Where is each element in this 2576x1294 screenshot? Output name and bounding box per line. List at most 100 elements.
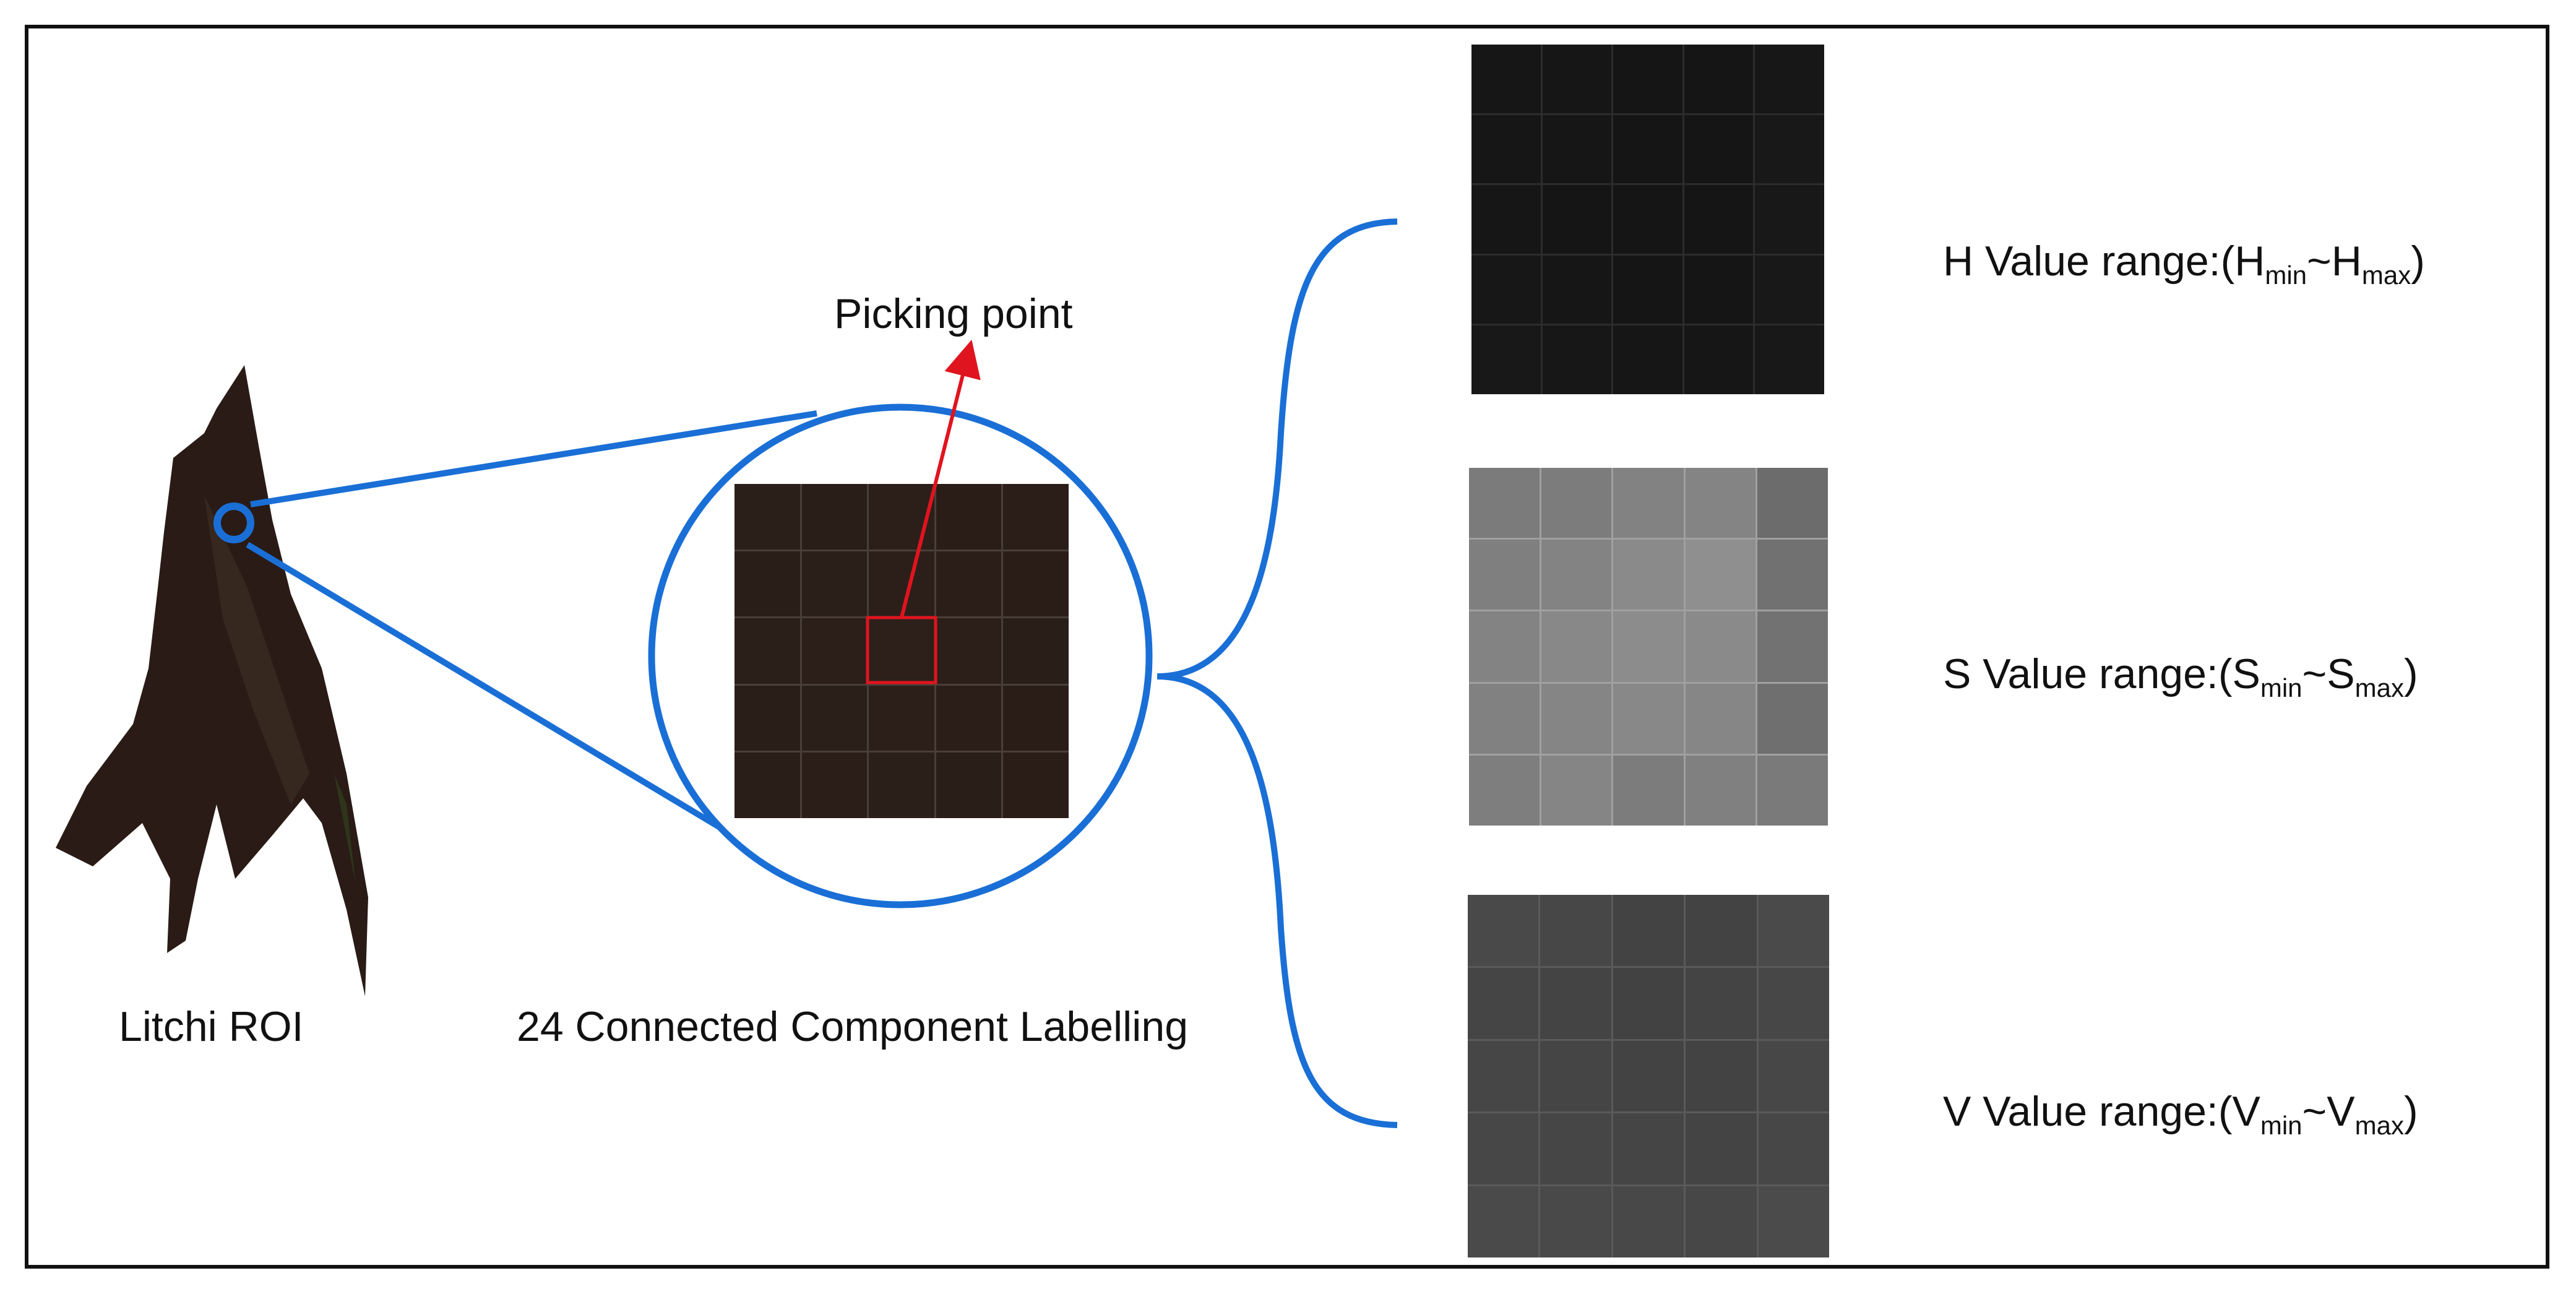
h-grid-cell	[1542, 185, 1612, 254]
s-grid-cell	[1757, 755, 1828, 826]
zoom-grid-cell	[801, 753, 868, 818]
h-min-symbol: H	[2234, 238, 2265, 285]
h-grid-cell	[1471, 45, 1541, 113]
h-grid-cell	[1755, 185, 1824, 254]
zoom-grid-cell	[801, 484, 868, 550]
h-grid-cell	[1542, 45, 1612, 113]
zoom-grid-cell	[734, 484, 800, 550]
litchi-branch-highlight	[204, 495, 309, 804]
v-grid-cell	[1686, 967, 1757, 1039]
s-grid-cell	[1757, 683, 1828, 754]
v-grid-cell	[1468, 1186, 1539, 1257]
h-grid-cell	[1684, 326, 1754, 394]
s-grid-cell	[1541, 468, 1612, 538]
h-range-separator: ~	[2307, 238, 2332, 285]
h-grid-cell	[1684, 45, 1754, 113]
v-grid-cell	[1758, 1040, 1829, 1112]
litchi-branch-shape	[56, 365, 368, 996]
h-min-subscript: min	[2265, 261, 2307, 290]
h-grid-cell	[1755, 326, 1824, 394]
roi-label: Litchi ROI	[119, 1003, 304, 1050]
s-grid-cell	[1685, 611, 1756, 682]
v-grid-cell	[1613, 1040, 1684, 1112]
h-grid-cell	[1542, 255, 1612, 324]
h-grid-cell	[1613, 255, 1682, 324]
h-grid-cell	[1471, 114, 1541, 184]
zoom-grid-cell	[734, 685, 800, 751]
h-grid-cell	[1471, 255, 1541, 324]
s-grid-cell	[1541, 755, 1612, 826]
h-grid-cell	[1684, 255, 1754, 324]
s-range-separator: ~	[2302, 650, 2327, 697]
v-grid-cell	[1613, 895, 1684, 966]
v-grid-cell	[1686, 1040, 1757, 1112]
zoom-grid-cell	[869, 753, 934, 818]
s-channel-grid	[1469, 468, 1828, 826]
s-grid-cell	[1613, 611, 1684, 682]
zoom-grid-cell	[801, 685, 868, 751]
zoom-grid-cell	[936, 484, 1002, 550]
h-grid-cell	[1684, 114, 1754, 184]
s-grid-cell	[1685, 683, 1756, 754]
v-grid-cell	[1468, 895, 1539, 966]
v-grid-cell	[1758, 1113, 1829, 1185]
v-grid-cell	[1468, 1040, 1539, 1112]
s-grid-cell	[1685, 540, 1756, 610]
ccl-label: 24 Connected Component Labelling	[517, 1003, 1189, 1050]
h-range-suffix: )	[2411, 238, 2425, 285]
v-max-subscript: max	[2354, 1111, 2404, 1140]
s-max-subscript: max	[2354, 673, 2404, 702]
roi-marker-circle	[213, 503, 254, 543]
s-min-subscript: min	[2260, 673, 2302, 702]
s-grid-cell	[1541, 611, 1612, 682]
v-grid-cell	[1613, 1186, 1684, 1257]
litchi-roi-image	[56, 365, 368, 996]
s-range-label: S Value range:(Smin~Smax)	[1943, 650, 2418, 703]
h-channel-grid	[1471, 45, 1824, 394]
h-grid-cell	[1542, 326, 1612, 394]
s-grid-cell	[1469, 540, 1540, 610]
zoom-grid-cell	[936, 753, 1002, 818]
s-grid-cell	[1469, 755, 1540, 826]
zoom-pixel-grid	[734, 484, 1069, 818]
zoom-grid-cell	[936, 685, 1002, 751]
brace-bottom	[1157, 673, 1398, 1128]
h-max-symbol: H	[2331, 238, 2362, 285]
v-min-subscript: min	[2260, 1111, 2302, 1140]
zoom-grid-cell	[936, 618, 1002, 684]
h-grid-cell	[1542, 114, 1612, 184]
v-grid-cell	[1758, 895, 1829, 966]
zoom-grid-cell	[869, 685, 934, 751]
brace-top	[1157, 218, 1398, 679]
h-grid-cell	[1471, 326, 1541, 394]
s-grid-cell	[1685, 755, 1756, 826]
h-range-label: H Value range:(Hmin~Hmax)	[1943, 237, 2425, 290]
v-min-symbol: V	[2232, 1088, 2260, 1135]
v-grid-cell	[1758, 967, 1829, 1039]
s-grid-cell	[1613, 540, 1684, 610]
zoom-grid-cell	[801, 618, 868, 684]
h-grid-cell	[1613, 185, 1682, 254]
s-grid-cell	[1469, 468, 1540, 538]
s-grid-cell	[1757, 540, 1828, 610]
zoom-grid-cell	[936, 551, 1002, 617]
v-grid-cell	[1758, 1186, 1829, 1257]
s-grid-cell	[1541, 683, 1612, 754]
s-range-prefix: S Value range:(	[1943, 650, 2233, 697]
zoom-grid-cell	[801, 551, 868, 617]
v-grid-cell	[1540, 967, 1611, 1039]
h-grid-cell	[1684, 185, 1754, 254]
v-range-prefix: V Value range:(	[1943, 1088, 2233, 1135]
zoom-grid-cell	[1003, 618, 1069, 684]
zoom-grid-cell	[1003, 551, 1069, 617]
s-grid-cell	[1757, 468, 1828, 538]
figure-frame	[25, 25, 2549, 1269]
s-max-symbol: S	[2327, 650, 2355, 697]
zoom-grid-cell	[1003, 753, 1069, 818]
v-grid-cell	[1613, 1113, 1684, 1185]
s-grid-cell	[1613, 755, 1684, 826]
zoom-line-top	[250, 410, 817, 507]
zoom-grid-cell	[869, 551, 934, 617]
zoom-grid-cell	[734, 551, 800, 617]
h-max-subscript: max	[2361, 261, 2411, 290]
